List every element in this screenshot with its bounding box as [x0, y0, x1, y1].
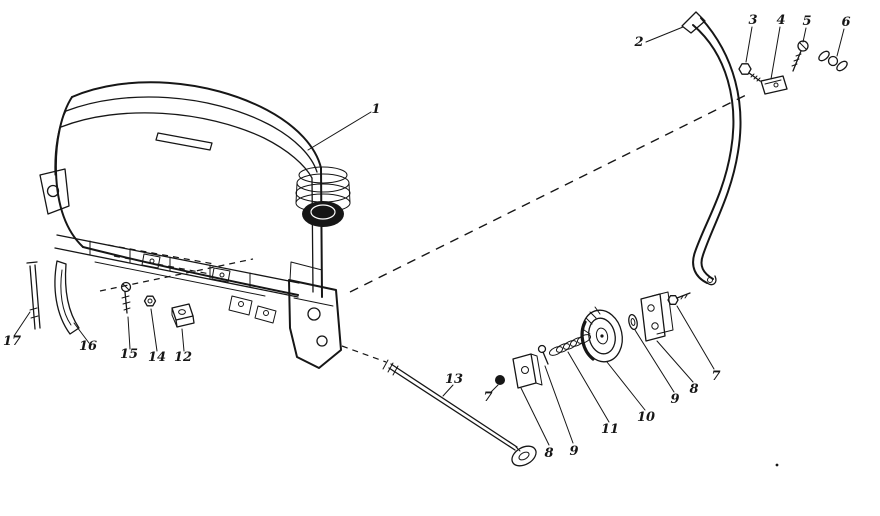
- callout-11: 11: [601, 422, 619, 437]
- handle-rod: [681, 11, 742, 286]
- mounting-bracket: [288, 261, 342, 369]
- callout-4: 4: [776, 13, 785, 28]
- callout-6: 6: [841, 15, 850, 30]
- callout-3: 3: [748, 13, 757, 28]
- callout-17: 17: [3, 334, 21, 349]
- callout-8a: 8: [544, 446, 553, 461]
- callout-7b: 7: [711, 369, 720, 384]
- bar-clip: [141, 253, 161, 269]
- hex-bolt: [738, 63, 761, 82]
- lower-left-dashed-line: [99, 258, 254, 292]
- alignment-dashed-line: [349, 92, 751, 293]
- roller-wheel: [580, 306, 623, 363]
- machine-screw: [791, 40, 809, 72]
- callout-14: 14: [148, 350, 166, 365]
- rod-with-foot: [382, 359, 537, 467]
- callout-16: 16: [79, 339, 97, 354]
- left-bracket-plate: [512, 353, 543, 389]
- leader-lines: [13, 26, 845, 446]
- pin-screw: [26, 261, 41, 330]
- round-head-screw: [120, 281, 132, 314]
- callout-13: 13: [445, 372, 463, 387]
- callout-1: 1: [371, 102, 380, 117]
- roller-assembly: [495, 291, 691, 389]
- callout-7a: 7: [483, 390, 492, 405]
- callout-8b: 8: [689, 382, 698, 397]
- washer: [628, 313, 638, 331]
- left-ear-bracket: [39, 168, 70, 215]
- callout-labels: 1 2 3 4 5 6 7 7 8 8 9 9 10 11 12 13 14 1…: [3, 13, 851, 461]
- square-nut: [171, 303, 195, 328]
- callout-9a: 9: [569, 444, 578, 459]
- callout-9b: 9: [670, 392, 679, 407]
- ink-speck: [775, 463, 779, 467]
- right-bracket-plates: [640, 291, 674, 342]
- mounting-bar: [54, 234, 300, 324]
- clamp-plate: [760, 75, 788, 95]
- handle-slot: [155, 132, 213, 151]
- bar-clip: [228, 295, 253, 316]
- small-screw: [537, 344, 549, 365]
- top-right-hardware: [738, 40, 848, 95]
- wing-nut: [818, 50, 848, 72]
- callout-15: 15: [120, 347, 138, 362]
- callout-2: 2: [633, 35, 643, 50]
- rod-dashed-line: [341, 345, 387, 363]
- guard-housing: [39, 81, 351, 298]
- callout-12: 12: [174, 350, 192, 365]
- handle-top-tab: [681, 11, 706, 34]
- bar-clip: [211, 267, 231, 283]
- callout-10: 10: [637, 410, 655, 425]
- hex-nut: [143, 295, 157, 307]
- callout-5: 5: [802, 14, 811, 29]
- adjustment-knob: [295, 166, 351, 227]
- lower-left-hardware: [26, 260, 195, 335]
- ball-knob: [495, 375, 505, 385]
- bar-clip: [254, 305, 277, 324]
- small-hex-bolt: [667, 292, 691, 305]
- lever-blade: [54, 260, 80, 335]
